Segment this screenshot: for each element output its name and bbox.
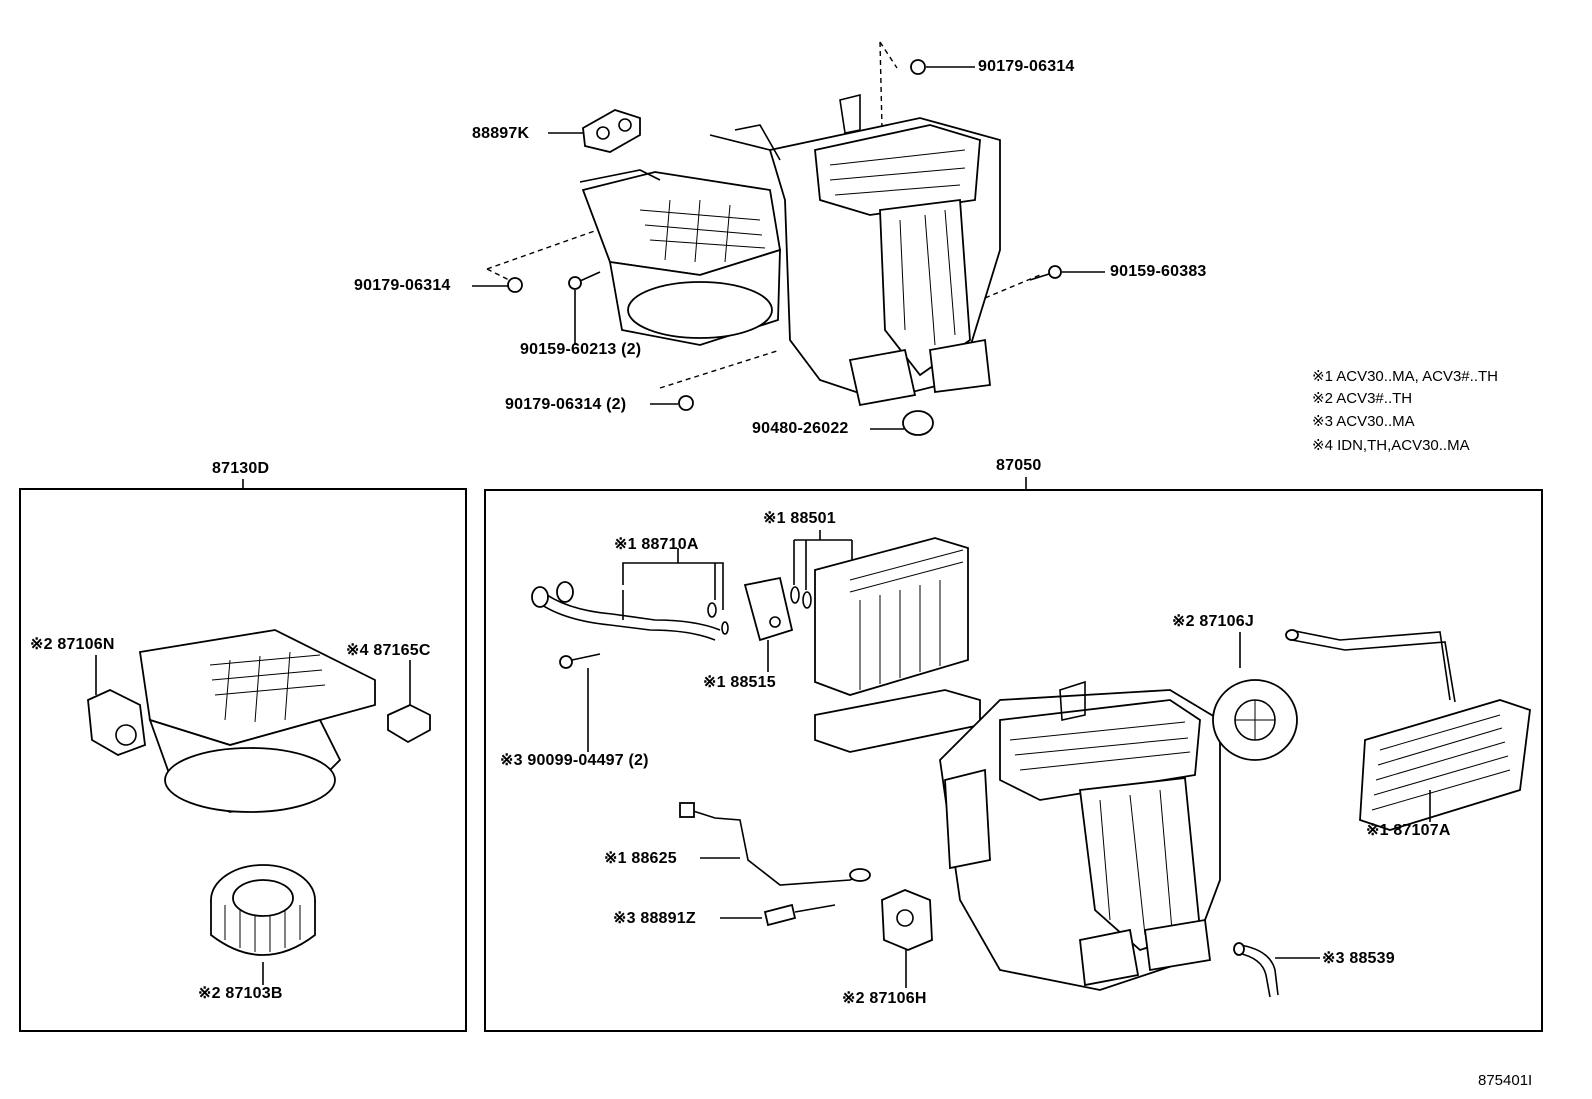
label-88710a: ※1 88710A (614, 536, 699, 553)
screw-90159-60213 (568, 271, 601, 290)
label-90179-06314-top: 90179-06314 (978, 58, 1075, 75)
tube-88710a (531, 581, 729, 641)
note-2: ※2 ACV3#..TH (1312, 390, 1413, 407)
left-panel-frame (19, 488, 467, 1032)
actuator-87106j (1212, 679, 1298, 761)
label-88501: ※1 88501 (763, 510, 836, 527)
figure-id: 875401I (1478, 1072, 1533, 1089)
hose-88539 (1233, 942, 1279, 998)
right-panel-drawing (531, 477, 1531, 998)
label-90159-60213: 90159-60213 (2) (520, 341, 642, 358)
right-panel-title: 87050 (996, 457, 1042, 474)
label-90179-06314-left: 90179-06314 (354, 277, 451, 294)
actuator-87106h (881, 889, 933, 951)
label-90480-26022: 90480-26022 (752, 420, 849, 437)
left-panel-drawing (87, 479, 431, 985)
actuator-87106n (87, 689, 146, 756)
left-panel-title: 87130D (212, 460, 270, 477)
label-87165c: ※4 87165C (346, 642, 431, 659)
label-88625: ※1 88625 (604, 850, 677, 867)
sensor-88891z (763, 903, 836, 927)
screw-90159-60383 (1029, 265, 1062, 281)
note-4: ※4 IDN,TH,ACV30..MA (1312, 437, 1470, 454)
note-1: ※1 ACV30..MA, ACV3#..TH (1312, 368, 1498, 385)
nut-90179-top (910, 59, 926, 75)
label-90159-60383: 90159-60383 (1110, 263, 1207, 280)
label-88539: ※3 88539 (1322, 950, 1395, 967)
label-88891z: ※3 88891Z (613, 910, 696, 927)
label-88897k: 88897K (472, 125, 530, 142)
evaporator-88501 (790, 537, 969, 696)
label-87106h: ※2 87106H (842, 990, 927, 1007)
sensor-88625 (679, 802, 871, 886)
label-87107a: ※1 87107A (1366, 822, 1451, 839)
label-87103b: ※2 87103B (198, 985, 283, 1002)
label-90179-06314-bottom: 90179-06314 (2) (505, 396, 627, 413)
heater-core-87107a (1285, 629, 1531, 831)
nut-90179-bottom (678, 395, 694, 411)
right-panel-frame (484, 489, 1543, 1032)
note-3: ※3 ACV30..MA (1312, 413, 1415, 430)
cap-90480 (902, 410, 934, 436)
grommet-88897k (582, 109, 641, 153)
nut-90179-left (507, 277, 523, 293)
label-87106n: ※2 87106N (30, 636, 115, 653)
label-88515: ※1 88515 (703, 674, 776, 691)
hvac-case-87050 (939, 680, 1221, 991)
expansion-valve-88515 (743, 576, 794, 642)
label-87106j: ※2 87106J (1172, 613, 1254, 630)
bolt-90099 (559, 653, 601, 669)
blower-motor-87103b (210, 864, 316, 956)
label-90099-04497: ※3 90099-04497 (2) (500, 752, 649, 769)
top-hvac-assembly (472, 41, 1105, 436)
